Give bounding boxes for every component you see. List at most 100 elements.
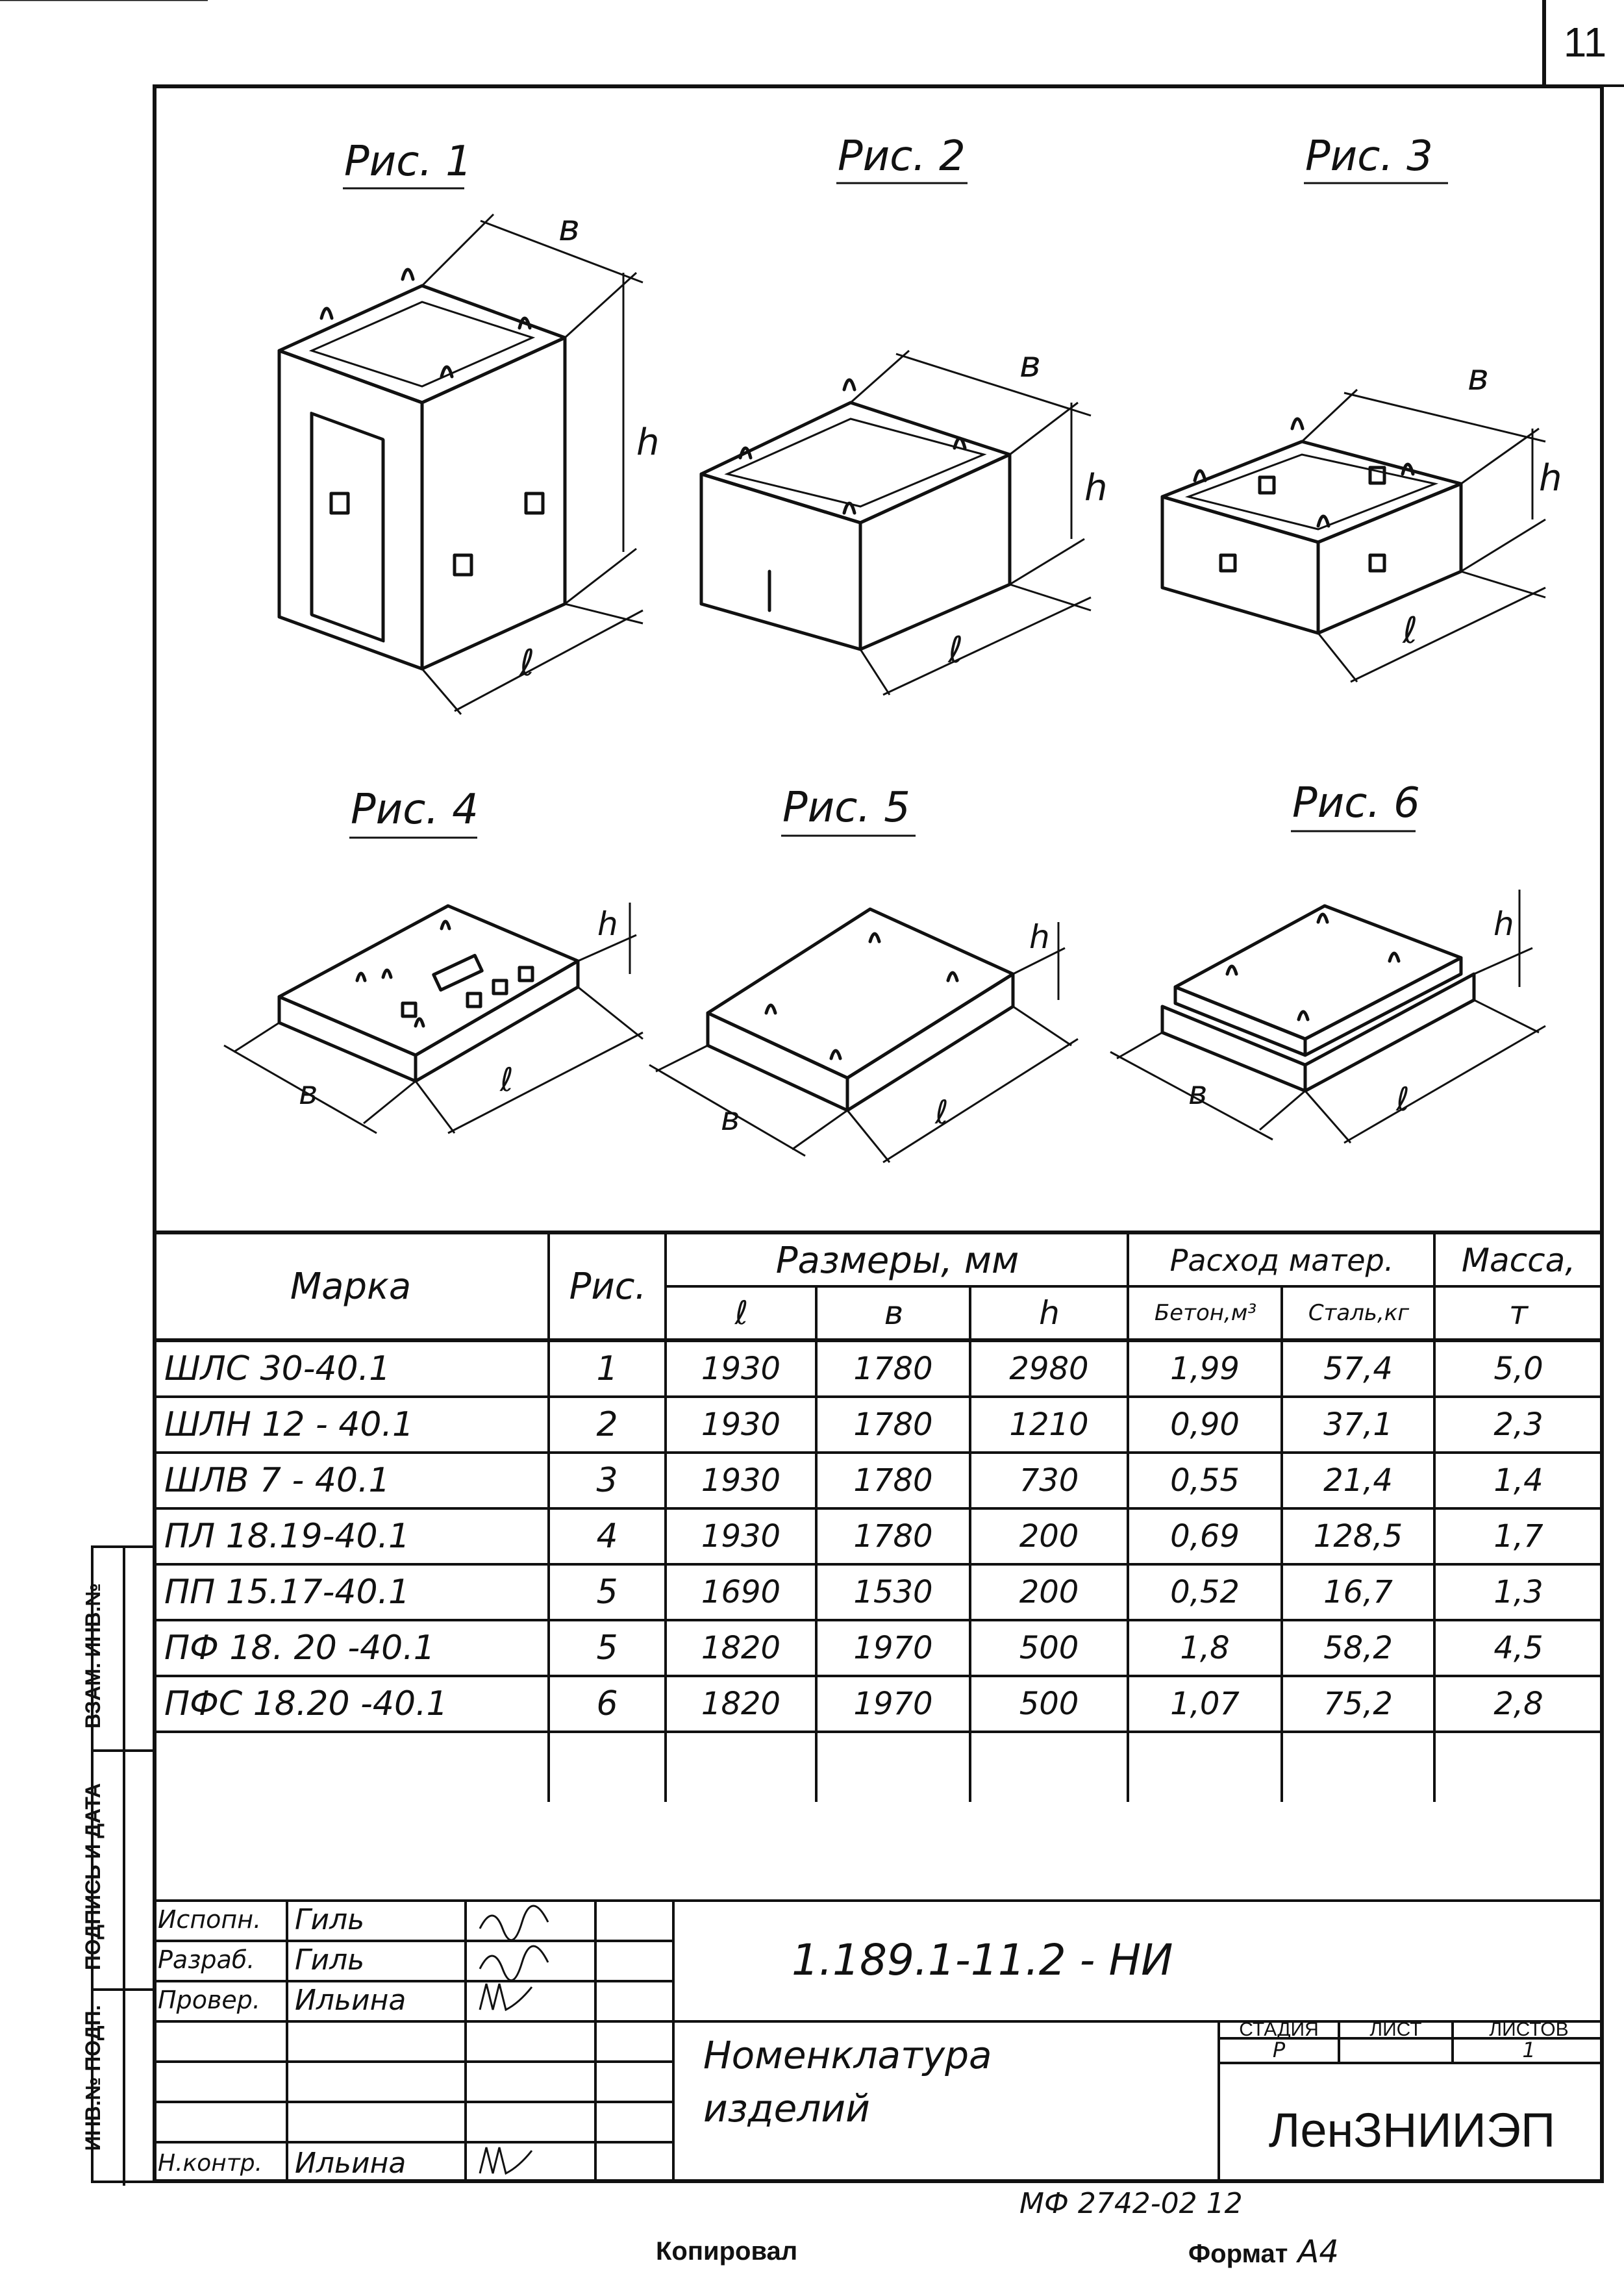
cell-steel: 21,4 xyxy=(1323,1462,1393,1499)
role-label: Провер. xyxy=(158,1986,260,2014)
dim-label: в xyxy=(1188,1074,1207,1112)
dim-label: ℓ xyxy=(499,1061,514,1099)
cell-mark: ПФ 18. 20 -40.1 xyxy=(164,1629,435,1668)
side-label-inv: ИНВ.№ ПОДП. xyxy=(81,2005,105,2151)
cell-fig: 4 xyxy=(596,1517,618,1556)
cell-l: 1820 xyxy=(701,1630,781,1666)
sheets-header: ЛИСТОВ xyxy=(1489,2019,1569,2040)
figure-6-slab: h в ℓ xyxy=(1110,890,1546,1144)
stage-header: СТАДИЯ xyxy=(1239,2019,1319,2040)
format-value: А4 xyxy=(1297,2234,1339,2270)
figure-5-slab: h в ℓ xyxy=(649,907,1079,1164)
cell-mass: 2,3 xyxy=(1493,1406,1543,1443)
cell-mass: 1,4 xyxy=(1493,1462,1543,1499)
dim-label: h xyxy=(1539,457,1562,499)
cell-l: 1690 xyxy=(701,1574,781,1610)
cell-fig: 6 xyxy=(596,1684,618,1723)
cell-fig: 1 xyxy=(596,1349,618,1388)
doc-code: 1.189.1-11.2 - НИ xyxy=(792,1934,1173,1985)
dim-label: в xyxy=(721,1100,740,1138)
header-b: в xyxy=(884,1294,904,1332)
header-mass: Масса, xyxy=(1461,1242,1576,1279)
role-name: Ильина xyxy=(295,1983,406,2017)
figure-4-slab: h в ℓ xyxy=(223,903,643,1134)
sheet-header: ЛИСТ xyxy=(1369,2019,1422,2040)
drawing-frame xyxy=(153,84,1604,2183)
cell-mark: ПП 15.17-40.1 xyxy=(164,1573,410,1612)
cell-b: 1530 xyxy=(853,1574,933,1610)
dim-label: h xyxy=(1029,918,1050,956)
cell-b: 1780 xyxy=(853,1351,933,1387)
dim-label: ℓ xyxy=(1395,1081,1410,1118)
cell-fig: 5 xyxy=(596,1573,618,1612)
dim-label: в xyxy=(299,1074,318,1112)
sheets-value: 1 xyxy=(1522,2038,1536,2062)
sheet-number-box: 11 xyxy=(1542,0,1624,88)
cell-mass: 2,8 xyxy=(1493,1686,1543,1722)
table-row: ШЛВ 7 - 40.1 3 1930 1780 730 0,55 21,4 1… xyxy=(153,1454,1604,1507)
side-label-replace: ВЗАМ. ИНВ.№ xyxy=(81,1582,105,1729)
table-row: ПЛ 18.19-40.1 4 1930 1780 200 0,69 128,5… xyxy=(153,1510,1604,1563)
format-label: Формат xyxy=(1188,2240,1288,2268)
figure-label: Рис. 3 xyxy=(1305,132,1433,181)
cell-concrete: 0,52 xyxy=(1170,1574,1240,1610)
figure-3-box: в h ℓ xyxy=(1160,356,1562,683)
cell-steel: 57,4 xyxy=(1323,1351,1393,1387)
footer-copied: Копировал xyxy=(656,2237,798,2266)
table-row: ШЛН 12 - 40.1 2 1930 1780 1210 0,90 37,1… xyxy=(153,1398,1604,1451)
cell-concrete: 0,55 xyxy=(1170,1462,1240,1499)
cell-concrete: 0,90 xyxy=(1170,1406,1240,1443)
cell-l: 1930 xyxy=(701,1518,781,1555)
cell-b: 1780 xyxy=(853,1518,933,1555)
header-fig: Рис. xyxy=(569,1265,647,1308)
role-name: Ильина xyxy=(295,2147,406,2180)
header-concrete: Бетон,м³ xyxy=(1154,1300,1257,1326)
figure-labels: Рис. 1 Рис. 2 Рис. 3 Рис. 4 Рис. 5 Рис. … xyxy=(343,132,1448,839)
header-l: ℓ xyxy=(734,1294,749,1332)
role-label: Испопн. xyxy=(158,1905,262,1934)
figure-1-box: в h ℓ xyxy=(0,0,660,715)
cell-b: 1970 xyxy=(853,1686,933,1722)
cell-b: 1780 xyxy=(853,1462,933,1499)
dim-label: ℓ xyxy=(519,642,534,684)
sheet-value xyxy=(1340,2038,1451,2062)
cell-l: 1930 xyxy=(701,1406,781,1443)
header-materials: Расход матер. xyxy=(1169,1243,1394,1278)
header-mass-unit: т xyxy=(1508,1294,1529,1332)
doc-title-line1: Номенклатура xyxy=(703,2033,992,2077)
figure-label: Рис. 1 xyxy=(344,138,472,186)
header-steel: Сталь,кг xyxy=(1308,1300,1410,1326)
figure-label: Рис. 5 xyxy=(782,784,910,832)
figure-2-box: в h ℓ xyxy=(699,344,1108,696)
cell-h: 200 xyxy=(1019,1518,1079,1555)
cell-mass: 1,7 xyxy=(1493,1518,1543,1555)
role-label: Н.контр. xyxy=(158,2150,263,2177)
cell-fig: 2 xyxy=(596,1405,618,1444)
cell-mark: ПФС 18.20 -40.1 xyxy=(164,1684,448,1723)
dim-label: h xyxy=(636,421,660,464)
spec-table: Марка Рис. Размеры, мм ℓ в h Расход мате… xyxy=(153,1231,1604,1802)
cell-b: 1780 xyxy=(853,1406,933,1443)
role-name: Гиль xyxy=(295,1943,365,1977)
header-mark: Марка xyxy=(290,1265,412,1308)
cell-l: 1930 xyxy=(701,1351,781,1387)
dim-label: h xyxy=(597,905,618,943)
cell-concrete: 0,69 xyxy=(1170,1518,1240,1555)
cell-steel: 128,5 xyxy=(1313,1518,1403,1555)
figure-label: Рис. 2 xyxy=(838,132,966,181)
table-row: ПП 15.17-40.1 5 1690 1530 200 0,52 16,7 … xyxy=(153,1566,1604,1619)
sheet-number: 11 xyxy=(1563,19,1607,66)
dim-label: h xyxy=(1493,905,1514,943)
dim-label: в xyxy=(558,207,580,249)
cell-mark: ШЛН 12 - 40.1 xyxy=(164,1405,414,1444)
table-row: ПФ 18. 20 -40.1 5 1820 1970 500 1,8 58,2… xyxy=(153,1621,1604,1675)
table-row: ПФС 18.20 -40.1 6 1820 1970 500 1,07 75,… xyxy=(153,1677,1604,1731)
cell-l: 1820 xyxy=(701,1686,781,1722)
figure-label: Рис. 6 xyxy=(1292,779,1420,827)
side-label-sign: ПОДПИСЬ И ДАТА xyxy=(81,1782,105,1971)
side-strip xyxy=(91,1545,155,2186)
dim-label: ℓ xyxy=(1402,610,1418,652)
cell-mark: ШЛВ 7 - 40.1 xyxy=(164,1461,390,1500)
cell-b: 1970 xyxy=(853,1630,933,1666)
cell-l: 1930 xyxy=(701,1462,781,1499)
